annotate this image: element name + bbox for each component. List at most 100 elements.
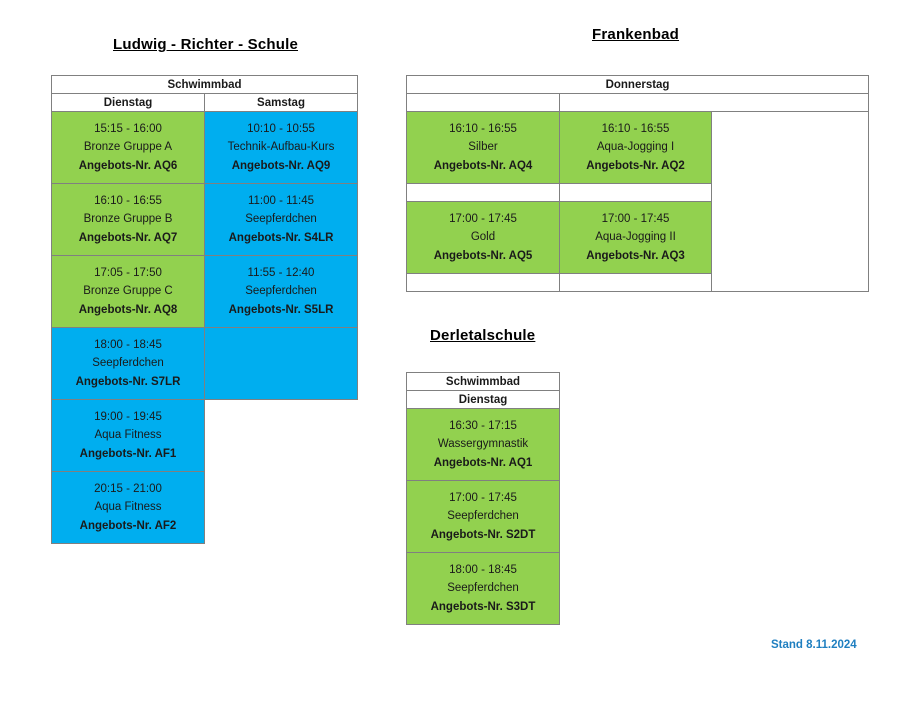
course-time: 10:10 - 10:55 (247, 123, 315, 136)
course-time: 18:00 - 18:45 (94, 339, 162, 352)
course-cell[interactable]: 16:10 - 16:55 Aqua-Jogging I Angebots-Nr… (559, 111, 712, 184)
course-offer-number: Angebots-Nr. AQ9 (231, 159, 331, 172)
course-offer-number: Angebots-Nr. AQ3 (586, 249, 685, 262)
table-row: 16:10 - 16:55 Silber Angebots-Nr. AQ4 16… (406, 111, 870, 292)
course-time: 16:10 - 16:55 (601, 123, 670, 136)
spacer-cell (406, 273, 560, 292)
course-time: 11:00 - 11:45 (247, 195, 315, 208)
spacer-cell (559, 183, 712, 202)
table-spacer-row (406, 183, 869, 202)
course-cell[interactable]: 11:55 - 12:40 Seepferdchen Angebots-Nr. … (203, 255, 359, 328)
course-offer-number: Angebots-Nr. S2DT (430, 528, 536, 541)
course-name: Seepferdchen (447, 510, 519, 523)
day-header-dienstag: Dienstag (51, 93, 205, 112)
day-header-donnerstag: Donnerstag (405, 75, 870, 94)
table-row: 20:15 - 21:00 Aqua Fitness Angebots-Nr. … (51, 471, 358, 544)
course-name: Bronze Gruppe C (83, 285, 173, 298)
empty-cell (205, 400, 358, 472)
course-cell[interactable]: 16:30 - 17:15 Wassergymnastik Angebots-N… (406, 408, 560, 481)
table-row: 19:00 - 19:45 Aqua Fitness Angebots-Nr. … (51, 399, 358, 472)
course-cell[interactable]: 10:10 - 10:55 Technik-Aufbau-Kurs Angebo… (203, 111, 359, 184)
table-header-row: Schwimmbad (50, 75, 359, 94)
table-spacer-row (406, 273, 869, 292)
course-cell[interactable]: 17:00 - 17:45 Aqua-Jogging II Angebots-N… (559, 201, 712, 274)
course-offer-number: Angebots-Nr. AQ7 (78, 231, 178, 244)
day-header-dienstag: Dienstag (406, 390, 560, 409)
course-name: Seepferdchen (447, 582, 519, 595)
course-cell[interactable]: 11:00 - 11:45 Seepferdchen Angebots-Nr. … (203, 183, 359, 256)
course-cell[interactable]: 19:00 - 19:45 Aqua Fitness Angebots-Nr. … (51, 399, 205, 472)
course-cell[interactable]: 17:00 - 17:45 Gold Angebots-Nr. AQ5 (406, 201, 560, 274)
course-offer-number: Angebots-Nr. AQ4 (433, 159, 533, 172)
course-offer-number: Angebots-Nr. S5LR (228, 303, 334, 316)
course-offer-number: Angebots-Nr. AQ8 (78, 303, 178, 316)
stand-date-label: Stand 8.11.2024 (771, 639, 857, 651)
empty-cell (203, 327, 359, 400)
course-time: 17:05 - 17:50 (94, 267, 162, 280)
spacer-cell (559, 273, 712, 292)
course-time: 16:10 - 16:55 (94, 195, 162, 208)
course-offer-number: Angebots-Nr. S3DT (430, 600, 536, 613)
course-name: Seepferdchen (92, 357, 164, 370)
course-cell[interactable]: 15:15 - 16:00 Bronze Gruppe A Angebots-N… (51, 111, 205, 184)
course-name: Bronze Gruppe A (83, 141, 173, 154)
course-name: Seepferdchen (245, 213, 317, 226)
empty-cell (205, 472, 358, 544)
course-name: Wassergymnastik (437, 438, 529, 451)
spacer-cell (406, 183, 560, 202)
course-cell[interactable]: 16:10 - 16:55 Silber Angebots-Nr. AQ4 (406, 111, 560, 184)
table-row: 16:10 - 16:55 Bronze Gruppe B Angebots-N… (51, 183, 359, 256)
schedule-table-ludwig-richter-schule: Schwimmbad Dienstag Samstag 15:15 - 16:0… (50, 75, 359, 544)
course-time: 16:10 - 16:55 (449, 123, 517, 136)
table-row: 17:05 - 17:50 Bronze Gruppe C Angebots-N… (51, 255, 359, 328)
schedule-table-frankenbad: Donnerstag 16:10 - 16:55 Silber Angebots… (405, 75, 870, 292)
venue-header-schwimmbad: Schwimmbad (50, 75, 359, 94)
course-offer-number: Angebots-Nr. S7LR (75, 375, 181, 388)
section-title-frankenbad: Frankenbad (592, 26, 680, 43)
course-time: 19:00 - 19:45 (94, 411, 162, 424)
course-offer-number: Angebots-Nr. AQ2 (586, 159, 685, 172)
course-offer-number: Angebots-Nr. AQ6 (78, 159, 178, 172)
table-row: 15:15 - 16:00 Bronze Gruppe A Angebots-N… (51, 111, 359, 184)
table-header-row: Schwimmbad (406, 372, 560, 391)
course-time: 11:55 - 12:40 (247, 267, 315, 280)
table-row: 17:00 - 17:45 Seepferdchen Angebots-Nr. … (406, 480, 560, 553)
course-name: Silber (468, 141, 498, 154)
empty-header-cell-left (406, 93, 560, 112)
course-name: Aqua-Jogging II (595, 231, 676, 244)
section-title-ludwig-richter-schule: Ludwig - Richter - Schule (113, 36, 299, 53)
table-row: 18:00 - 18:45 Seepferdchen Angebots-Nr. … (406, 552, 560, 625)
course-time: 16:30 - 17:15 (449, 420, 517, 433)
course-cell[interactable]: 18:00 - 18:45 Seepferdchen Angebots-Nr. … (406, 552, 560, 625)
course-cell[interactable]: 18:00 - 18:45 Seepferdchen Angebots-Nr. … (51, 327, 205, 400)
course-offer-number: Angebots-Nr. AF1 (79, 447, 177, 460)
course-time: 17:00 - 17:45 (449, 492, 517, 505)
table-header-row: Donnerstag (405, 75, 870, 94)
course-time: 17:00 - 17:45 (449, 213, 517, 226)
course-cell[interactable]: 16:10 - 16:55 Bronze Gruppe B Angebots-N… (51, 183, 205, 256)
course-offer-number: Angebots-Nr. S4LR (228, 231, 334, 244)
table-row: 16:30 - 17:15 Wassergymnastik Angebots-N… (406, 408, 560, 481)
course-time: 18:00 - 18:45 (449, 564, 517, 577)
course-name: Aqua Fitness (94, 501, 162, 514)
venue-header-schwimmbad: Schwimmbad (406, 372, 560, 391)
course-name: Gold (470, 231, 496, 244)
course-cell[interactable]: 17:00 - 17:45 Seepferdchen Angebots-Nr. … (406, 480, 560, 553)
course-offer-number: Angebots-Nr. AQ5 (433, 249, 533, 262)
course-name: Seepferdchen (245, 285, 317, 298)
course-cell[interactable]: 20:15 - 21:00 Aqua Fitness Angebots-Nr. … (51, 471, 205, 544)
course-time: 17:00 - 17:45 (601, 213, 670, 226)
schedule-table-derletalschule: Schwimmbad Dienstag 16:30 - 17:15 Wasser… (406, 372, 560, 625)
course-offer-number: Angebots-Nr. AF2 (79, 519, 177, 532)
table-subheader-row (406, 93, 870, 112)
table-row: 17:00 - 17:45 Gold Angebots-Nr. AQ5 17:0… (406, 201, 869, 274)
empty-column-cell (710, 111, 870, 292)
course-time: 20:15 - 21:00 (94, 483, 162, 496)
section-title-derletalschule: Derletalschule (430, 327, 536, 344)
table-day-row: Dienstag (406, 390, 560, 409)
day-header-samstag: Samstag (203, 93, 359, 112)
course-time: 15:15 - 16:00 (94, 123, 162, 136)
course-cell[interactable]: 17:05 - 17:50 Bronze Gruppe C Angebots-N… (51, 255, 205, 328)
course-name: Aqua-Jogging I (596, 141, 675, 154)
